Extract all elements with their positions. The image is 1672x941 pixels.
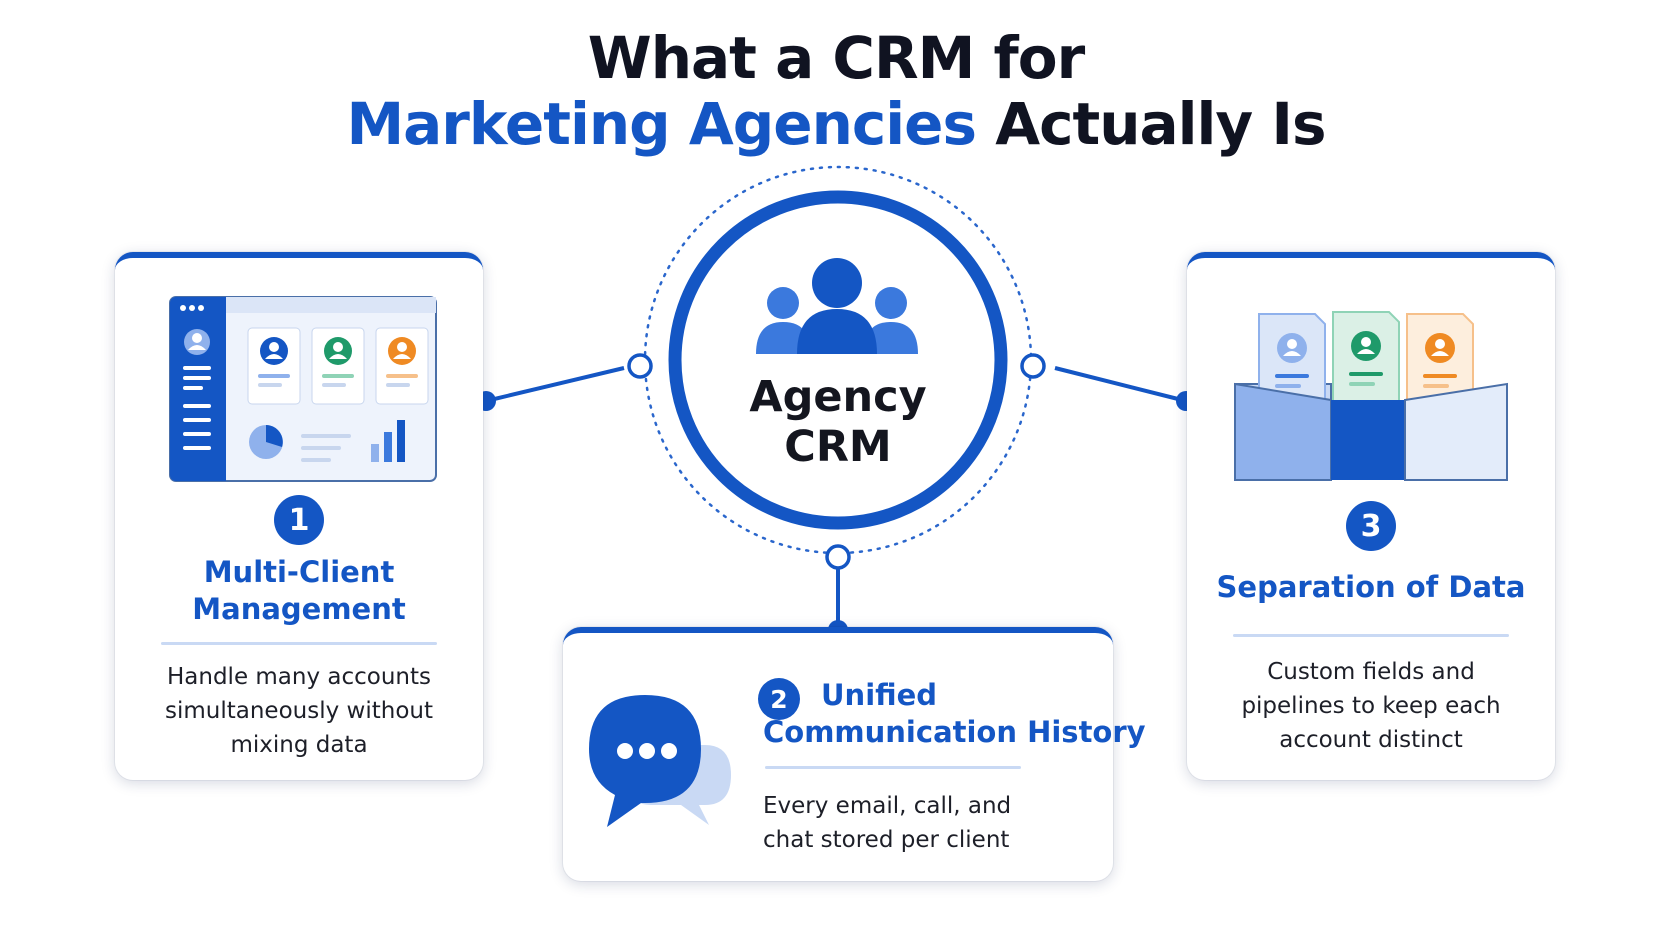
page-title-line2: Marketing Agencies Actually Is	[0, 90, 1672, 158]
chat-bubbles-icon	[589, 695, 731, 827]
card-1-desc-line2: simultaneously without	[165, 698, 433, 724]
node-right-ring	[1020, 353, 1046, 379]
node-bottom-ring	[825, 544, 851, 570]
card-1-number-badge: 1	[274, 495, 324, 545]
card-1-title: Multi-Client Management	[115, 554, 483, 628]
card-1-title-line1: Multi-Client	[203, 555, 395, 589]
page-title-line1: What a CRM for	[587, 24, 1085, 92]
card-separation-of-data: 3 Separation of Data Custom fields and p…	[1187, 252, 1555, 780]
card-2-desc-line2: chat stored per client	[763, 827, 1010, 853]
card-multi-client-management: 1 Multi-Client Management Handle many ac…	[115, 252, 483, 780]
users-group-icon	[756, 258, 918, 354]
hub-label-line1: Agency	[749, 372, 927, 422]
hub-label: Agency CRM	[690, 372, 986, 472]
card-unified-communication-history: 2 Unified Communication History Every em…	[563, 627, 1146, 881]
title-rest: Actually Is	[995, 90, 1326, 158]
dashboard-icon	[169, 296, 437, 482]
hub-main-ring	[668, 190, 1008, 530]
client-folders-icon	[1234, 311, 1508, 481]
card-2-divider	[765, 766, 1021, 769]
card-3-desc-line3: account distinct	[1279, 727, 1463, 753]
card-3-desc-line1: Custom fields and	[1267, 659, 1475, 685]
card-1-divider	[161, 642, 437, 645]
hub-label-line2: CRM	[784, 422, 892, 472]
card-2-desc-line1: Every email, call, and	[763, 793, 1012, 819]
card-2-description: Every email, call, and chat stored per c…	[763, 789, 1011, 857]
connector-right	[1054, 366, 1187, 403]
card-3-description: Custom fields and pipelines to keep each…	[1187, 655, 1555, 757]
title-highlight: Marketing Agencies	[346, 90, 977, 158]
card-1-title-line2: Management	[192, 592, 406, 626]
card-3-title: Separation of Data	[1216, 570, 1526, 604]
card-2-title-line1: Unified	[821, 678, 938, 712]
card-1-desc-line3: mixing data	[230, 732, 368, 758]
node-left-ring	[627, 353, 653, 379]
connector-left	[485, 366, 625, 403]
card-2-title-line2: Communication History	[763, 715, 1146, 749]
card-1-description: Handle many accounts simultaneously with…	[115, 660, 483, 762]
card-1-desc-line1: Handle many accounts	[166, 664, 432, 690]
card-3-number-badge: 3	[1346, 501, 1396, 551]
card-3-desc-line2: pipelines to keep each	[1241, 693, 1501, 719]
card-2-number-badge: 2	[758, 678, 800, 720]
card-3-divider	[1233, 634, 1509, 637]
